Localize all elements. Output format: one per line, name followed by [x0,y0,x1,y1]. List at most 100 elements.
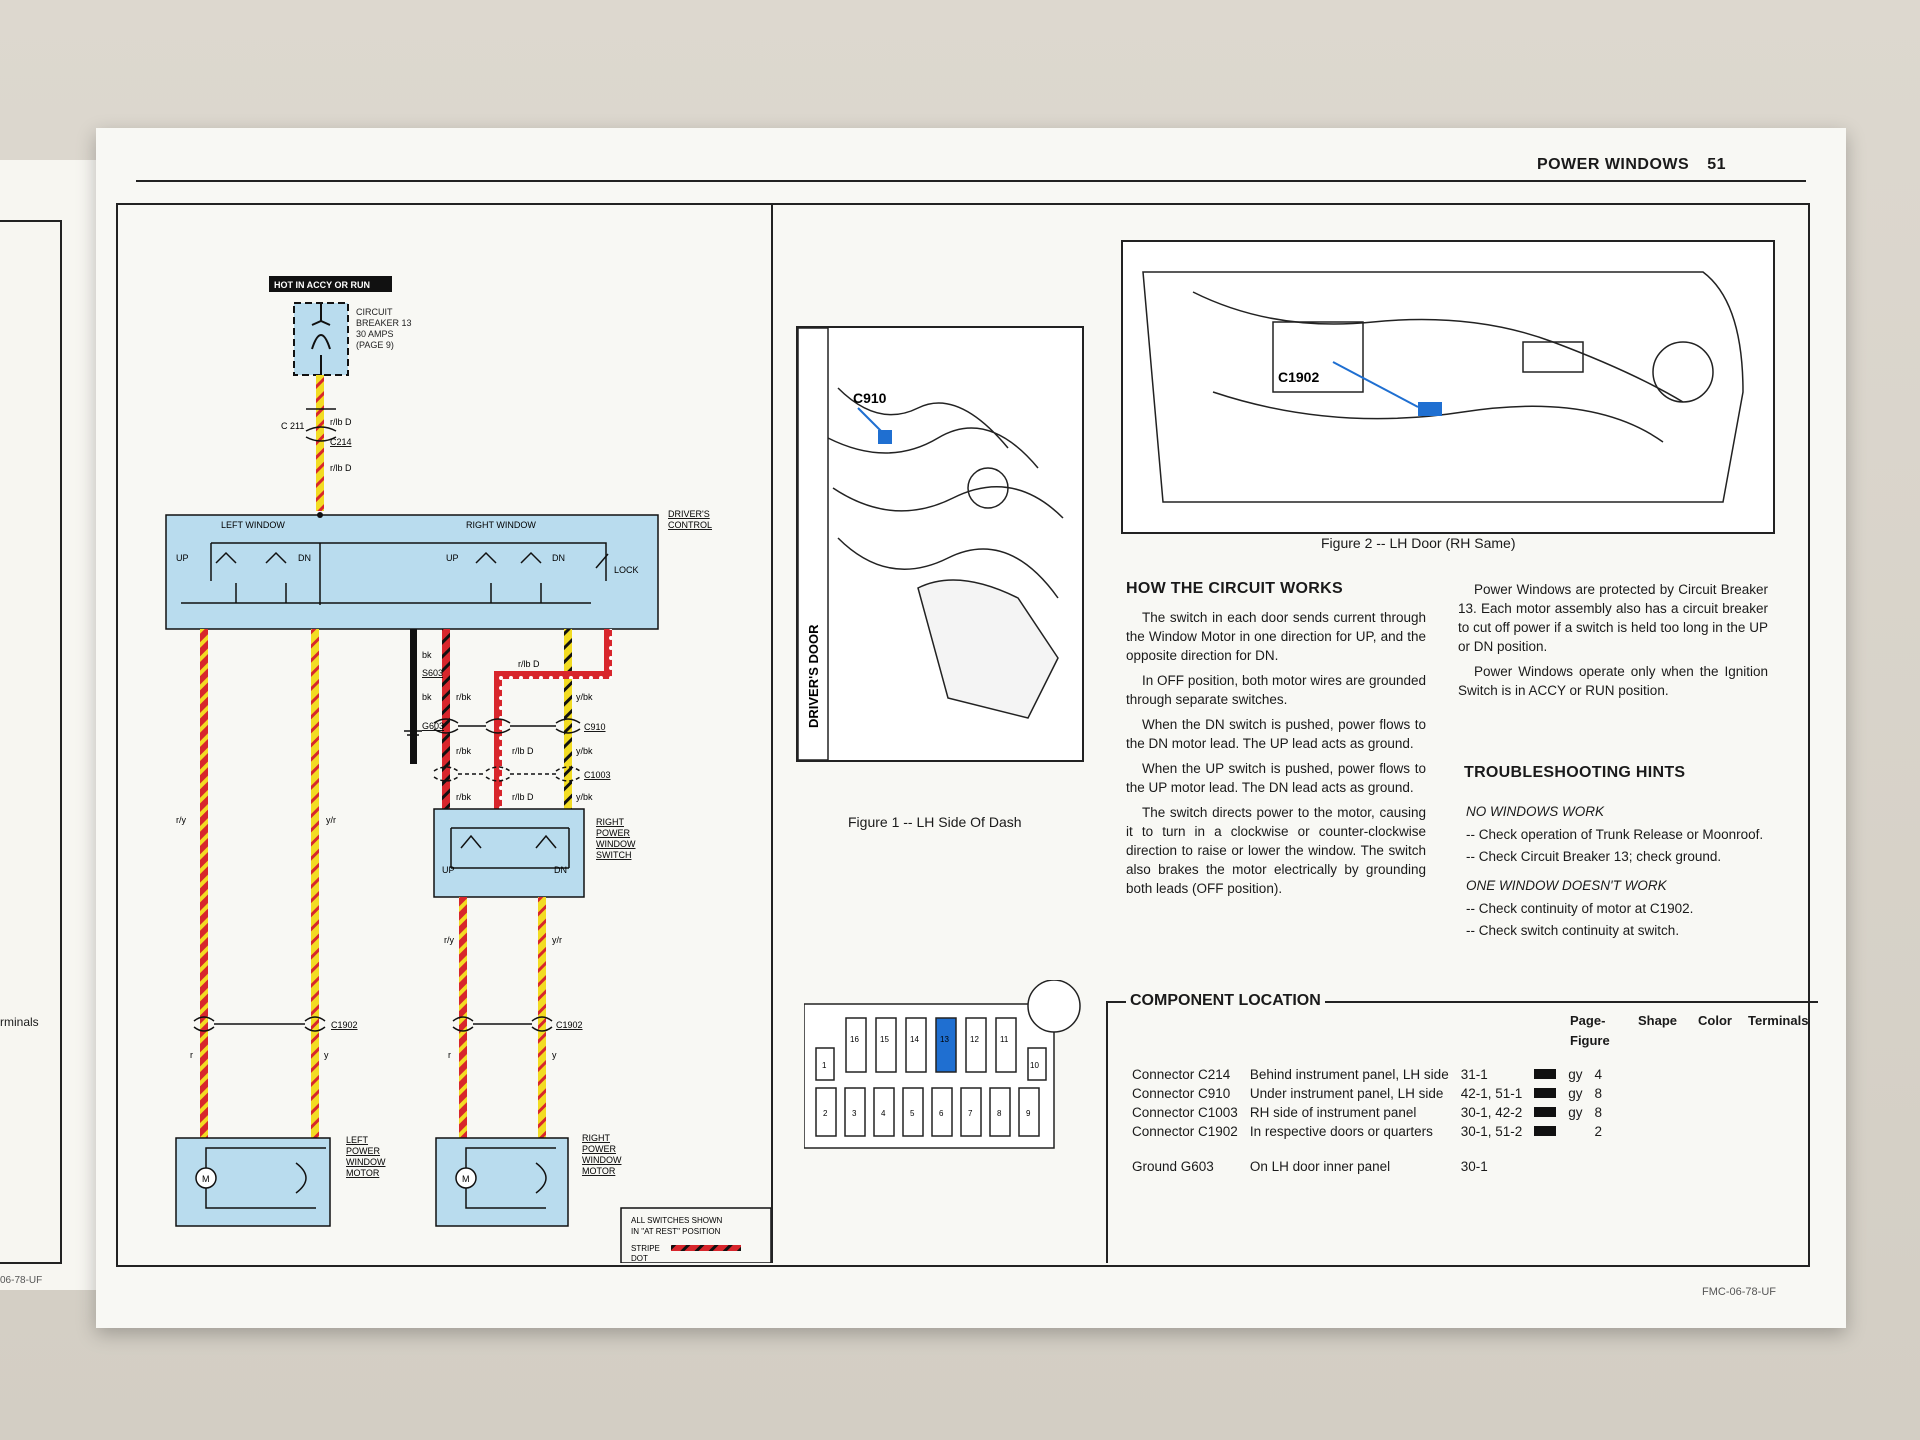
column-divider [771,203,773,1263]
fuse-number-11: 11 [1000,1035,1009,1044]
fuse-slot-9 [1018,1087,1040,1137]
wire-r-lb-d-1: r/lb D [330,417,352,427]
fuse-number-12: 12 [970,1035,979,1044]
svg-text:POWER: POWER [596,828,631,838]
how-p5: The switch directs power to the motor, c… [1126,805,1426,896]
right-dn-label: DN [552,553,565,563]
header-terminals: Terminals [1748,1013,1809,1028]
figure-1-caption: Figure 1 -- LH Side Of Dash [848,814,1022,830]
component-color: gy [1568,1105,1583,1120]
fuse-slot-4 [873,1087,895,1137]
r-y-label-right: r/y [444,935,454,945]
s603-label: S603 [422,668,443,678]
footer-code: FMC-06-78-UF [1702,1286,1776,1298]
fuse-number-15: 15 [880,1035,889,1044]
svg-text:MOTOR: MOTOR [582,1166,616,1176]
hot-label: HOT IN ACCY OR RUN [274,280,370,290]
component-shape [1528,1065,1562,1084]
component-name: Connector C910 [1132,1086,1231,1101]
trouble-h1: NO WINDOWS WORK [1466,804,1604,819]
left-motor-m: M [202,1174,210,1184]
fuse-number-8: 8 [997,1109,1002,1118]
c211-label: C 211 [281,421,304,431]
y-label-left: y [324,1050,329,1060]
connector-shape-icon [1534,1107,1557,1117]
legend-dot: DOT [631,1254,648,1263]
legend-note-2: IN "AT REST" POSITION [631,1227,721,1236]
fuse-slot-13 [935,1017,957,1073]
fuse-slot-6 [931,1087,953,1137]
svg-text:POWER: POWER [582,1144,617,1154]
previous-page-edge: rminals 06-78-UF [0,160,101,1290]
fuse-slot-16 [845,1017,867,1073]
hot-label-bg [269,276,392,292]
r-lb-d-label-3: r/lb D [518,659,540,669]
right-window-label: RIGHT WINDOW [466,520,536,530]
wire-left-up [200,629,208,1199]
component-color [1562,1141,1588,1176]
fuse-slot-15 [875,1017,897,1073]
drivers-control-label: DRIVER'S CONTROL [668,509,712,530]
fuse-number-5: 5 [910,1109,915,1118]
y-r-label-right: y/r [552,935,562,945]
connector-shape-icon [1534,1069,1557,1079]
component-name: Ground G603 [1132,1159,1214,1174]
svg-text:POWER: POWER [346,1146,381,1156]
figure-1-connector-label: C910 [853,390,887,406]
c1902-label-left: C1902 [331,1020,358,1030]
component-name: Connector C1003 [1132,1105,1238,1120]
component-location-text: Behind instrument panel, LH side [1249,1067,1449,1082]
y-r-label-left: y/r [326,815,336,825]
component-figure: 31-1 [1460,1067,1488,1082]
svg-text:BREAKER 13: BREAKER 13 [356,318,412,328]
svg-text:WINDOW: WINDOW [596,839,636,849]
svg-text:CONTROL: CONTROL [668,520,712,530]
header-page: Page- [1570,1013,1606,1028]
component-location: COMPONENT LOCATION Page- Figure Shape Co… [1106,992,1818,1263]
r-bk-label-1: r/bk [456,692,472,702]
header-rule [136,180,1806,182]
how-p2: In OFF position, both motor wires are gr… [1126,673,1426,707]
component-shape [1528,1103,1562,1122]
switch-up-label: UP [442,865,455,875]
r-bk-label-3: r/bk [456,792,472,802]
svg-text:MOTOR: MOTOR [346,1168,380,1178]
c910-label: C910 [584,722,606,732]
fuse-slot-11 [995,1017,1017,1073]
fuse-slot-5 [902,1087,924,1137]
fuse-number-14: 14 [910,1035,919,1044]
previous-page-label: rminals [0,1015,39,1029]
legend-note-1: ALL SWITCHES SHOWN [631,1216,722,1225]
connector-shape-icon [1534,1126,1557,1136]
svg-text:DRIVER'S: DRIVER'S [668,509,710,519]
trouble-list: NO WINDOWS WORK -- Check operation of Tr… [1466,792,1776,943]
header-shape: Shape [1638,1013,1678,1028]
how-title: HOW THE CIRCUIT WORKS [1126,580,1343,597]
figure-2-caption: Figure 2 -- LH Door (RH Same) [1321,535,1516,551]
figure-1-illustration: C910 DRIVER'S DOOR [797,327,1064,761]
figure-2-illustration: C1902 [1142,271,1744,503]
component-shape [1528,1141,1562,1176]
how-right-column: Power Windows are protected by Circuit B… [1458,580,1768,706]
left-window-label: LEFT WINDOW [221,520,285,530]
trouble-h1-item-1: -- Check operation of Trunk Release or M… [1466,827,1764,842]
component-shape [1528,1122,1562,1141]
feed-wire [316,375,324,511]
y-label-right: y [552,1050,557,1060]
how-p3: When the DN switch is pushed, power flow… [1126,717,1426,751]
y-bk-label-2: y/bk [576,746,593,756]
right-motor-m: M [462,1174,470,1184]
left-motor-label: LEFT POWER WINDOW MOTOR [346,1135,386,1178]
bk-label-2: bk [422,692,432,702]
component-terminals: 4 [1594,1067,1603,1082]
component-title: COMPONENT LOCATION [1126,992,1325,1010]
left-up-label: UP [176,553,189,563]
fuse-number-4: 4 [881,1109,886,1118]
right-up-label: UP [446,553,459,563]
component-location-text: On LH door inner panel [1249,1159,1391,1174]
